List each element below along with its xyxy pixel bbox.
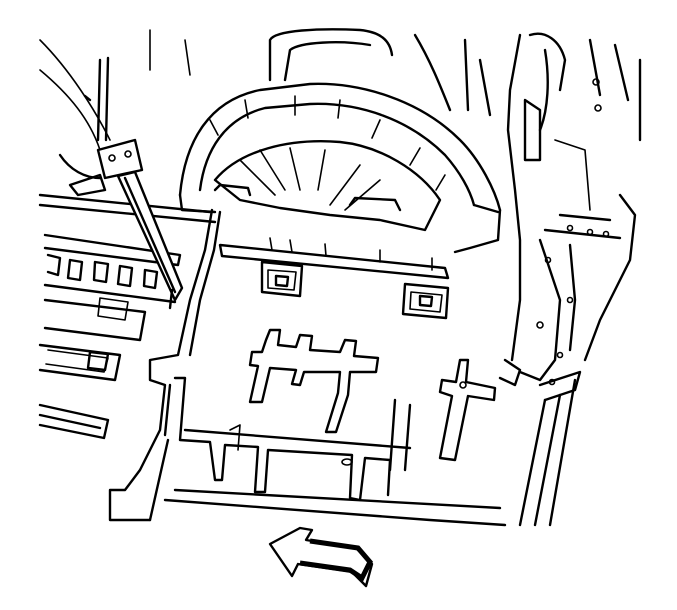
left-reinforcements <box>38 94 182 440</box>
wheelhouse <box>178 28 502 232</box>
rear-body-pillar <box>498 32 642 527</box>
floor-ribs <box>248 328 497 462</box>
floor-panel <box>108 208 507 527</box>
front-direction-arrow <box>268 526 374 588</box>
seat-anchor-bracket <box>218 237 450 320</box>
seat-belt-retractor <box>58 56 184 310</box>
